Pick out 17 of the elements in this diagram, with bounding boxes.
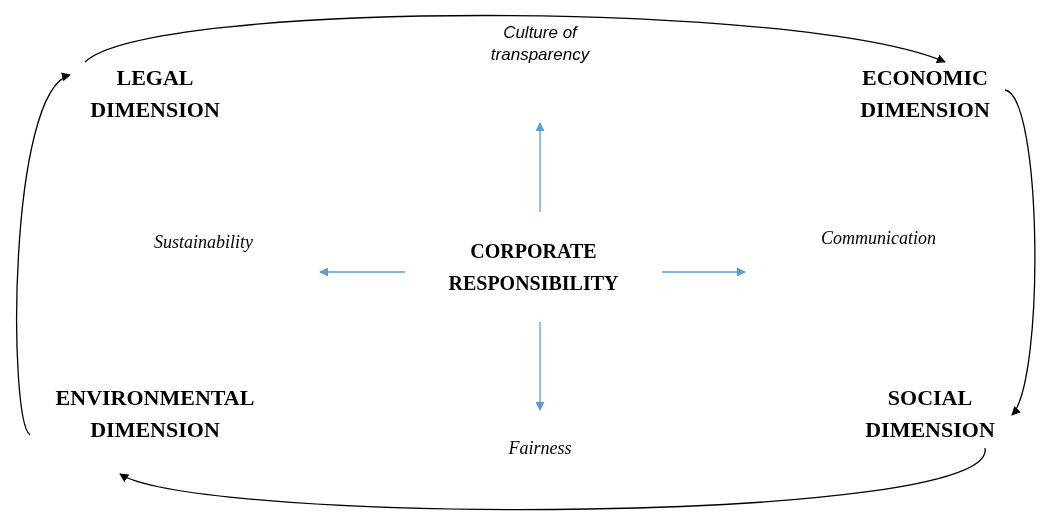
heading-label: ECONOMIC DIMENSION — [859, 64, 991, 124]
arrow — [84, 14, 946, 64]
arrow — [16, 74, 71, 436]
arrow — [319, 267, 406, 277]
heading-label: CORPORATE RESPONSIBILITY — [447, 239, 620, 296]
arrow — [1004, 89, 1036, 416]
concept-label: Sustainability — [154, 231, 253, 254]
arrow — [661, 267, 746, 277]
concept-label: Communication — [821, 227, 936, 250]
arrow — [535, 321, 545, 411]
concept-label: Fairness — [508, 437, 572, 460]
heading-label: SOCIAL DIMENSION — [864, 384, 996, 444]
heading-label: ENVIRONMENTAL DIMENSION — [54, 384, 256, 444]
arrow — [535, 122, 545, 213]
concept-label: Culture of transparency — [489, 22, 591, 66]
heading-label: LEGAL DIMENSION — [89, 64, 221, 124]
arrow — [119, 447, 986, 510]
